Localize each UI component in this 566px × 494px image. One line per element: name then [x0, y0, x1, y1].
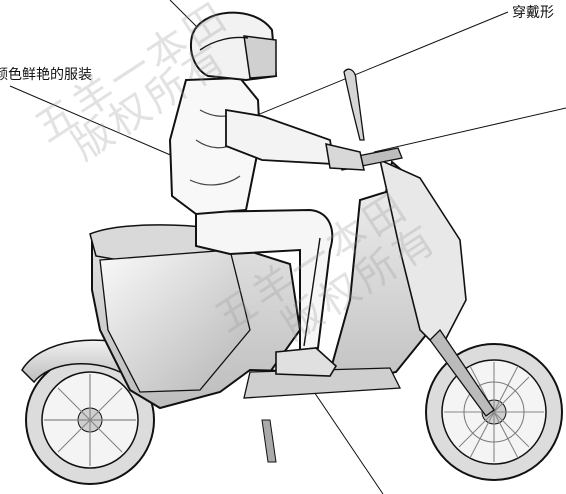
leader-line-gloves [374, 108, 566, 152]
kickstand [262, 420, 276, 462]
helmet-visor [244, 36, 276, 78]
label-wear: 穿戴形 [512, 2, 554, 22]
rider-shoe [276, 348, 336, 376]
leader-line-wear [250, 12, 508, 118]
label-bright-clothing: 颜色鲜艳的服装 [0, 64, 92, 84]
rider-glove [326, 144, 364, 170]
leader-line-shoes [306, 380, 383, 494]
front-wheel [426, 344, 562, 480]
mirror [344, 69, 364, 140]
